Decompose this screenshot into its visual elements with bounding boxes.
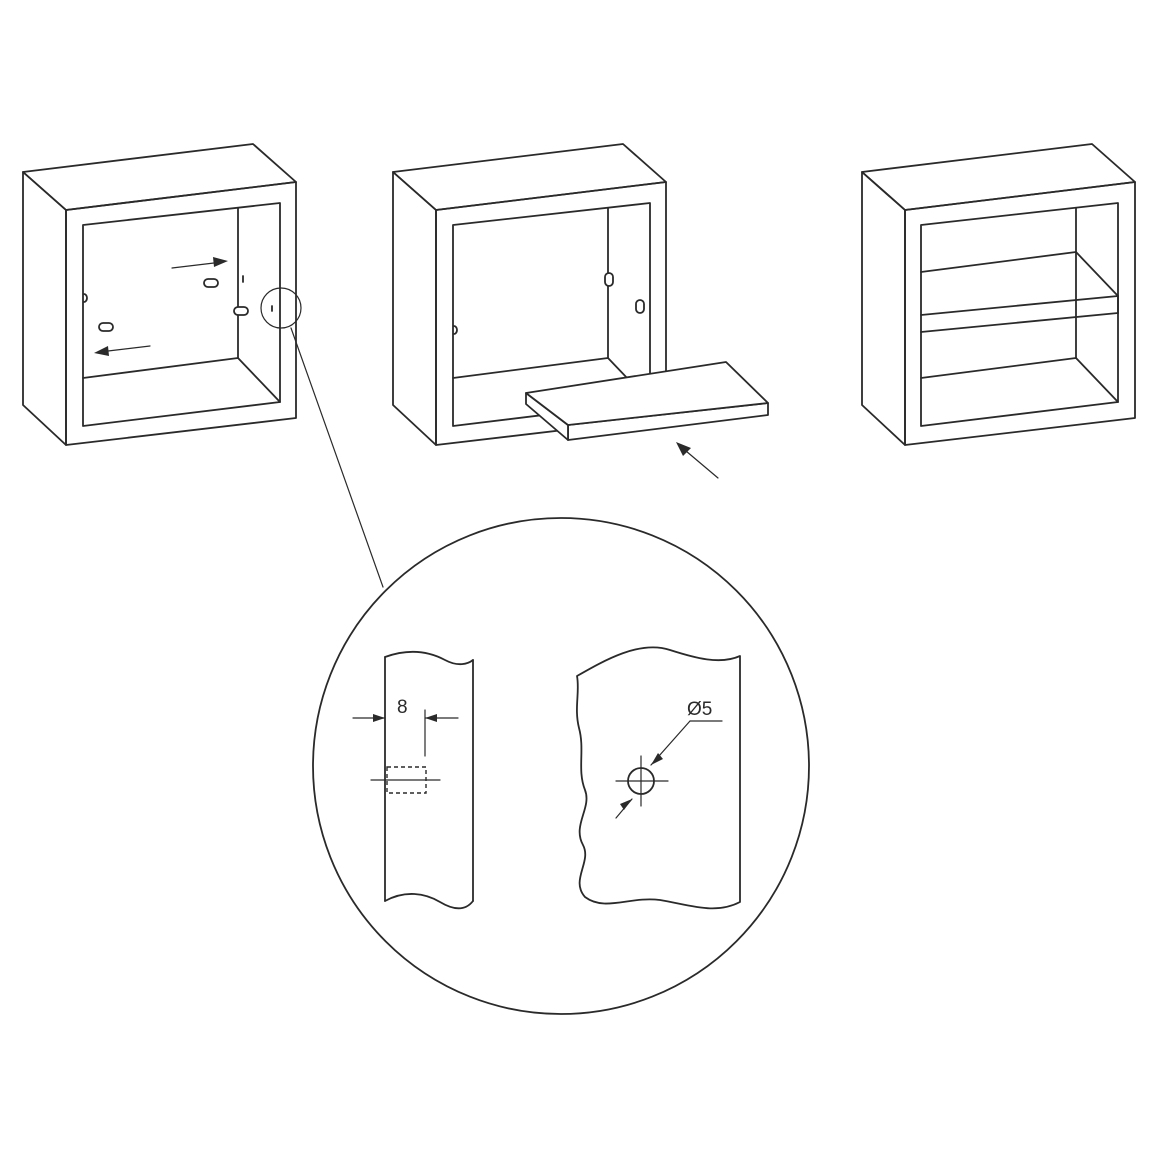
insert-arrow-right bbox=[171, 257, 228, 269]
dimension-8-label: 8 bbox=[397, 697, 408, 718]
installed-shelf bbox=[920, 251, 1119, 333]
step-1-box-with-dowels bbox=[22, 143, 302, 446]
dimension-8: 8 bbox=[352, 697, 459, 757]
detail-zoom-marker bbox=[260, 287, 302, 329]
panel-edge-section: 8 bbox=[352, 650, 474, 910]
box-1-top-face bbox=[22, 143, 297, 211]
push-arrow bbox=[676, 442, 719, 479]
dimension-diameter: Ø5 bbox=[615, 699, 723, 819]
dimension-diameter-label: Ø5 bbox=[687, 699, 712, 720]
box-2-top-face bbox=[392, 143, 667, 211]
dowel bbox=[83, 275, 249, 332]
shelf-board bbox=[525, 361, 769, 441]
detail-leader-line bbox=[290, 327, 384, 588]
insert-arrow-left bbox=[94, 345, 151, 356]
box-3-inner-opening bbox=[920, 202, 1119, 427]
dowel bbox=[453, 272, 645, 335]
box-3-side-face bbox=[861, 171, 906, 446]
box-2-side-face bbox=[392, 171, 437, 446]
step-2-shelf-insertion bbox=[392, 143, 769, 479]
box-1-inner-opening bbox=[82, 202, 281, 427]
panel-face-section: Ø5 bbox=[576, 646, 741, 910]
step-3-assembled-unit bbox=[861, 143, 1136, 446]
box-3-top-face bbox=[861, 143, 1136, 211]
detail-view: 8 Ø5 bbox=[312, 517, 810, 1015]
box-1-side-face bbox=[22, 171, 67, 446]
